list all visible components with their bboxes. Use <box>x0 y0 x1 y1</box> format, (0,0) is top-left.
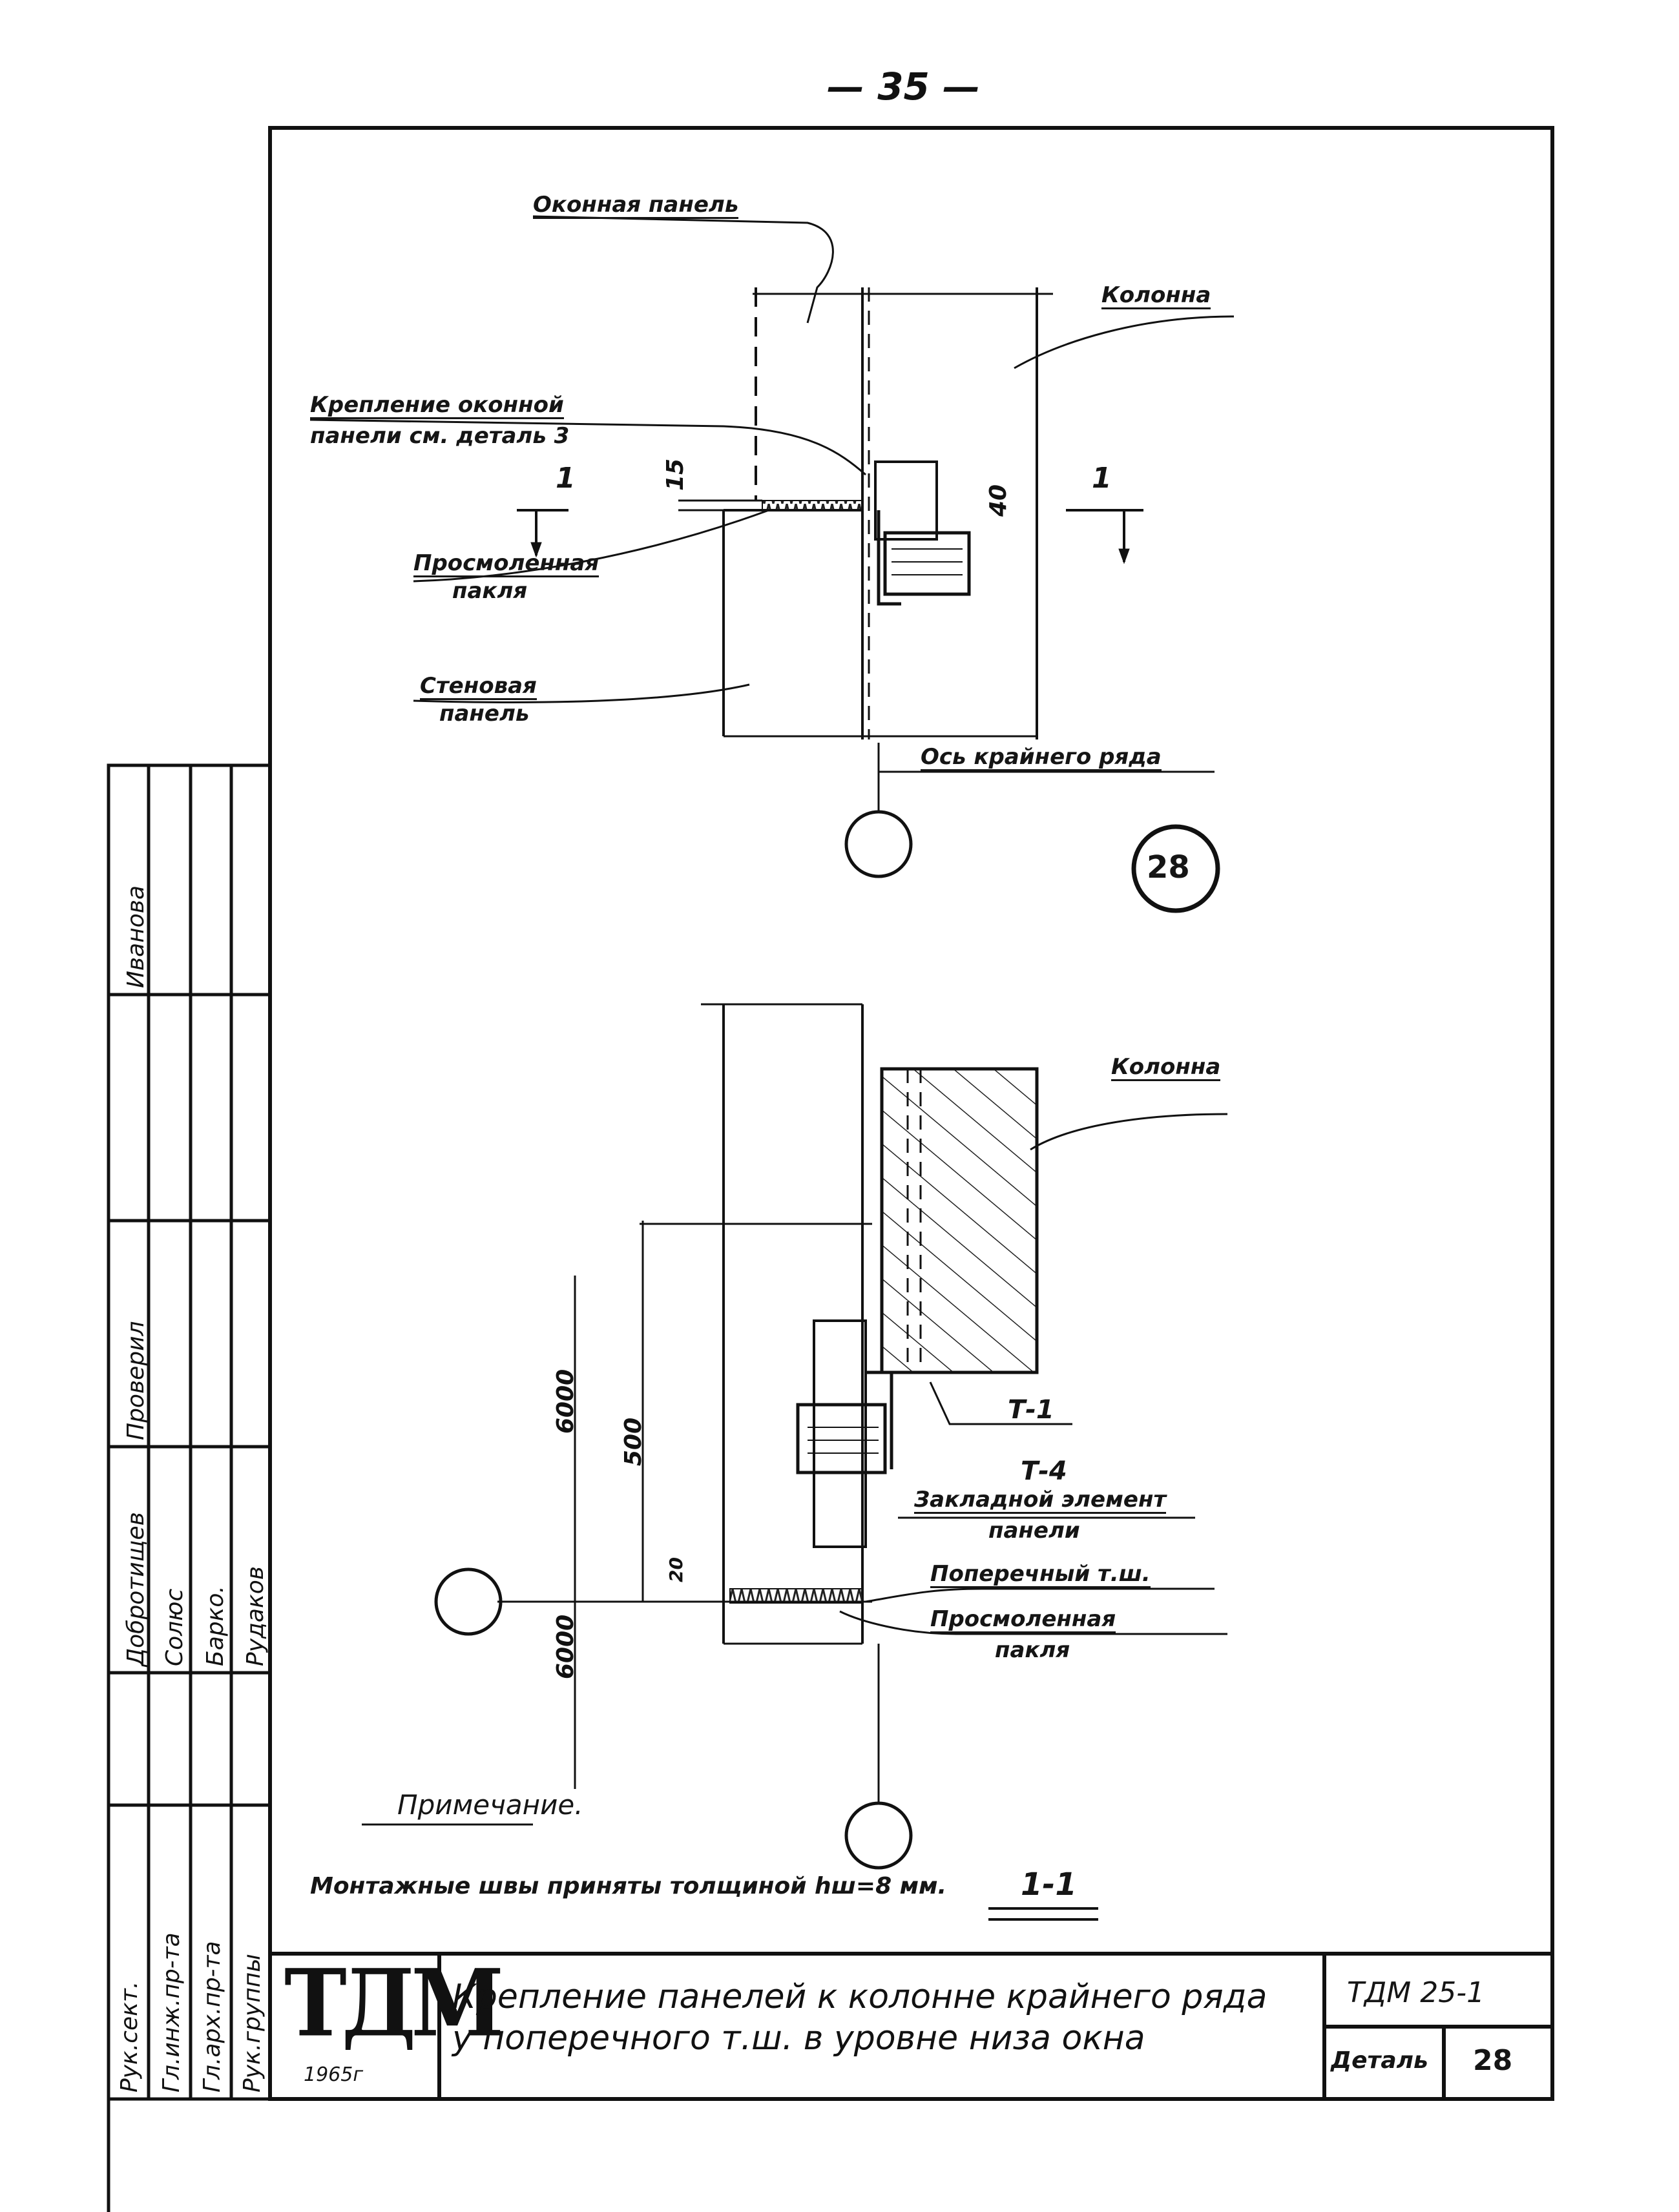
tdm-logo: ТДМ <box>284 1948 504 2058</box>
stamp-role-2: Гл.инж.пр-та <box>158 1932 185 2093</box>
label-fastening-1: Крепление оконной <box>310 392 564 419</box>
detail-number-circle: 28 <box>1147 849 1190 885</box>
stamp-name-1: Иванова <box>123 885 149 988</box>
stamp-role-1: Рук.сект. <box>116 1981 143 2093</box>
detail-value: 28 <box>1473 2044 1513 2077</box>
stamp-name-6: Рудаков <box>242 1566 269 1666</box>
label-column-bottom: Колонна <box>1111 1054 1221 1081</box>
label-window-panel: Оконная панель <box>533 192 739 219</box>
label-t4: Т-4 <box>1021 1456 1067 1486</box>
section-mark-right: 1 <box>1092 462 1112 495</box>
stamp-name-4: Солюс <box>162 1588 188 1666</box>
plan-detail <box>309 215 1235 913</box>
stamp-name-3: Добротищев <box>123 1512 149 1666</box>
page-number: — 35 — <box>827 65 981 109</box>
dim-40: 40 <box>985 484 1012 517</box>
title-year: 1965г <box>304 2063 364 2086</box>
label-outer-row-axis: Ось крайнего ряда <box>921 744 1162 771</box>
stamp-role-4: Рук.группы <box>239 1954 266 2093</box>
section-mark-left: 1 <box>556 462 576 495</box>
label-column-top: Колонна <box>1101 282 1211 309</box>
detail-label: Деталь <box>1331 2047 1428 2074</box>
dim-15: 15 <box>662 458 689 491</box>
label-wall-panel-1: Стеновая <box>420 673 537 700</box>
label-tarred-tow-top-1: Просмоленная <box>413 550 600 577</box>
label-transverse-joint: Поперечный т.ш. <box>930 1561 1151 1588</box>
label-embedded-1: Закладной элемент <box>914 1487 1167 1514</box>
label-tarred-tow-top-2: пакля <box>452 578 528 604</box>
doc-code: ТДМ 25-1 <box>1347 1976 1485 2009</box>
dim-500: 500 <box>620 1417 647 1466</box>
stamp-name-2: Проверил <box>123 1321 149 1440</box>
label-embedded-2: панели <box>988 1518 1080 1544</box>
side-stamp-grid <box>107 763 272 2212</box>
label-tarred-tow-bot-2: пакля <box>995 1637 1070 1663</box>
section-title: 1-1 <box>1021 1866 1077 1903</box>
dim-20: 20 <box>665 1557 687 1582</box>
dim-6000-top: 6000 <box>552 1369 579 1434</box>
stamp-role-3: Гл.арх.пр-та <box>199 1941 225 2093</box>
title-line-2: у поперечного т.ш. в уровне низа окна <box>452 2019 1145 2058</box>
label-tarred-tow-bot-1: Просмоленная <box>930 1606 1116 1633</box>
note-text: Монтажные швы приняты толщиной hш=8 мм. <box>310 1873 947 1899</box>
note-title: Примечание. <box>397 1789 583 1821</box>
title-line-1: Крепление панелей к колонне крайнего ряд… <box>452 1978 1267 2016</box>
dim-6000-bot: 6000 <box>552 1614 579 1679</box>
label-wall-panel-2: панель <box>439 701 530 727</box>
section-detail <box>362 1003 1228 1921</box>
label-t1: Т-1 <box>1008 1395 1054 1425</box>
label-fastening-2: панели см. деталь 3 <box>310 423 570 449</box>
stamp-name-5: Барко. <box>202 1586 229 1666</box>
